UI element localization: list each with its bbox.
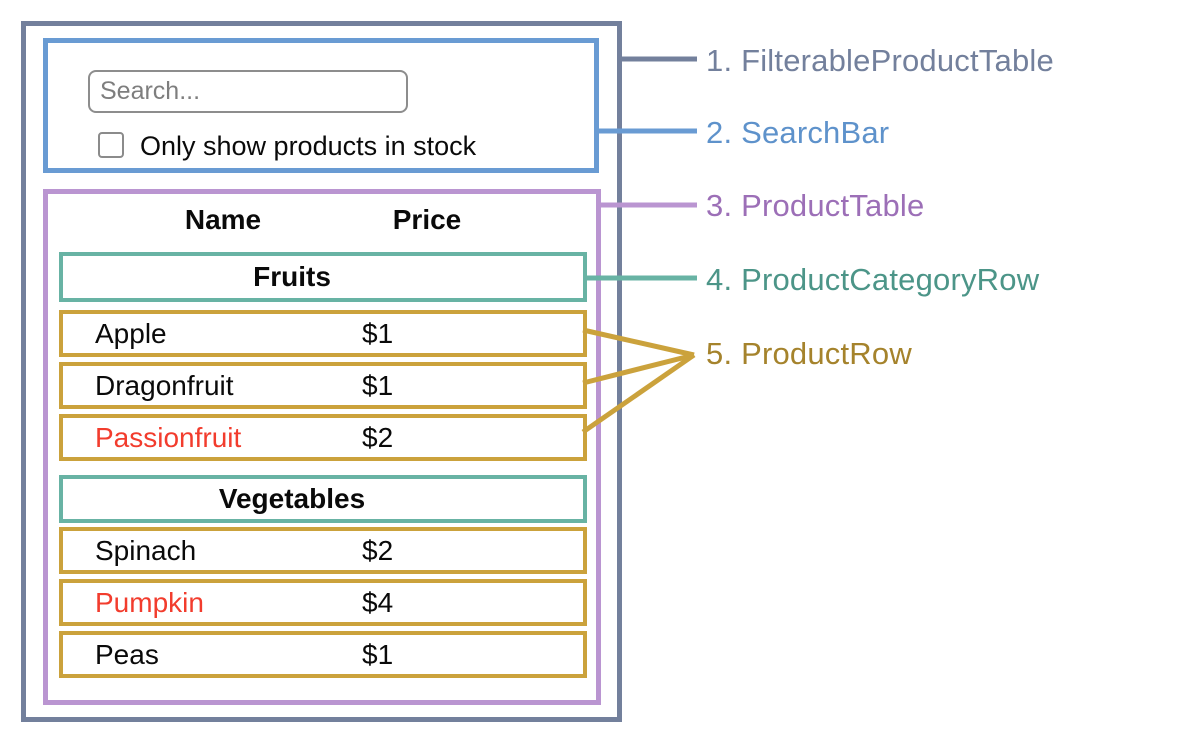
product-row-peas: Peas $1: [59, 631, 587, 678]
product-price: $2: [362, 421, 394, 453]
product-row-apple: Apple $1: [59, 310, 587, 357]
product-row-dragonfruit: Dragonfruit $1: [59, 362, 587, 409]
category-row-vegetables: Vegetables: [59, 475, 587, 523]
product-name: Pumpkin: [95, 586, 204, 618]
annotation-search-bar: 2. SearchBar: [706, 115, 890, 150]
product-price: $2: [362, 534, 394, 566]
category-row-fruits: Fruits: [59, 252, 587, 302]
annotation-product-row: 5. ProductRow: [706, 336, 912, 371]
product-name: Peas: [95, 638, 159, 670]
in-stock-checkbox-label: Only show products in stock: [140, 131, 477, 161]
product-price: $1: [362, 638, 394, 670]
in-stock-checkbox[interactable]: [98, 132, 124, 158]
product-name: Spinach: [95, 534, 197, 566]
annotation-product-table: 3. ProductTable: [706, 188, 925, 223]
product-name: Dragonfruit: [95, 369, 234, 401]
product-row-pumpkin: Pumpkin $4: [59, 579, 587, 626]
category-label: Fruits: [253, 261, 331, 292]
annotation-filterable-product-table: 1. FilterableProductTable: [706, 43, 1054, 78]
category-label: Vegetables: [218, 483, 366, 514]
product-name: Passionfruit: [95, 421, 242, 453]
product-price: $1: [362, 317, 394, 349]
product-row-passionfruit: Passionfruit $2: [59, 414, 587, 461]
product-price: $4: [362, 586, 394, 618]
column-header-name: Name: [184, 204, 262, 235]
column-header-price: Price: [392, 204, 462, 235]
annotation-product-category-row: 4. ProductCategoryRow: [706, 262, 1040, 297]
search-input[interactable]: [88, 70, 408, 113]
product-price: $1: [362, 369, 394, 401]
product-row-spinach: Spinach $2: [59, 527, 587, 574]
product-name: Apple: [95, 317, 167, 349]
